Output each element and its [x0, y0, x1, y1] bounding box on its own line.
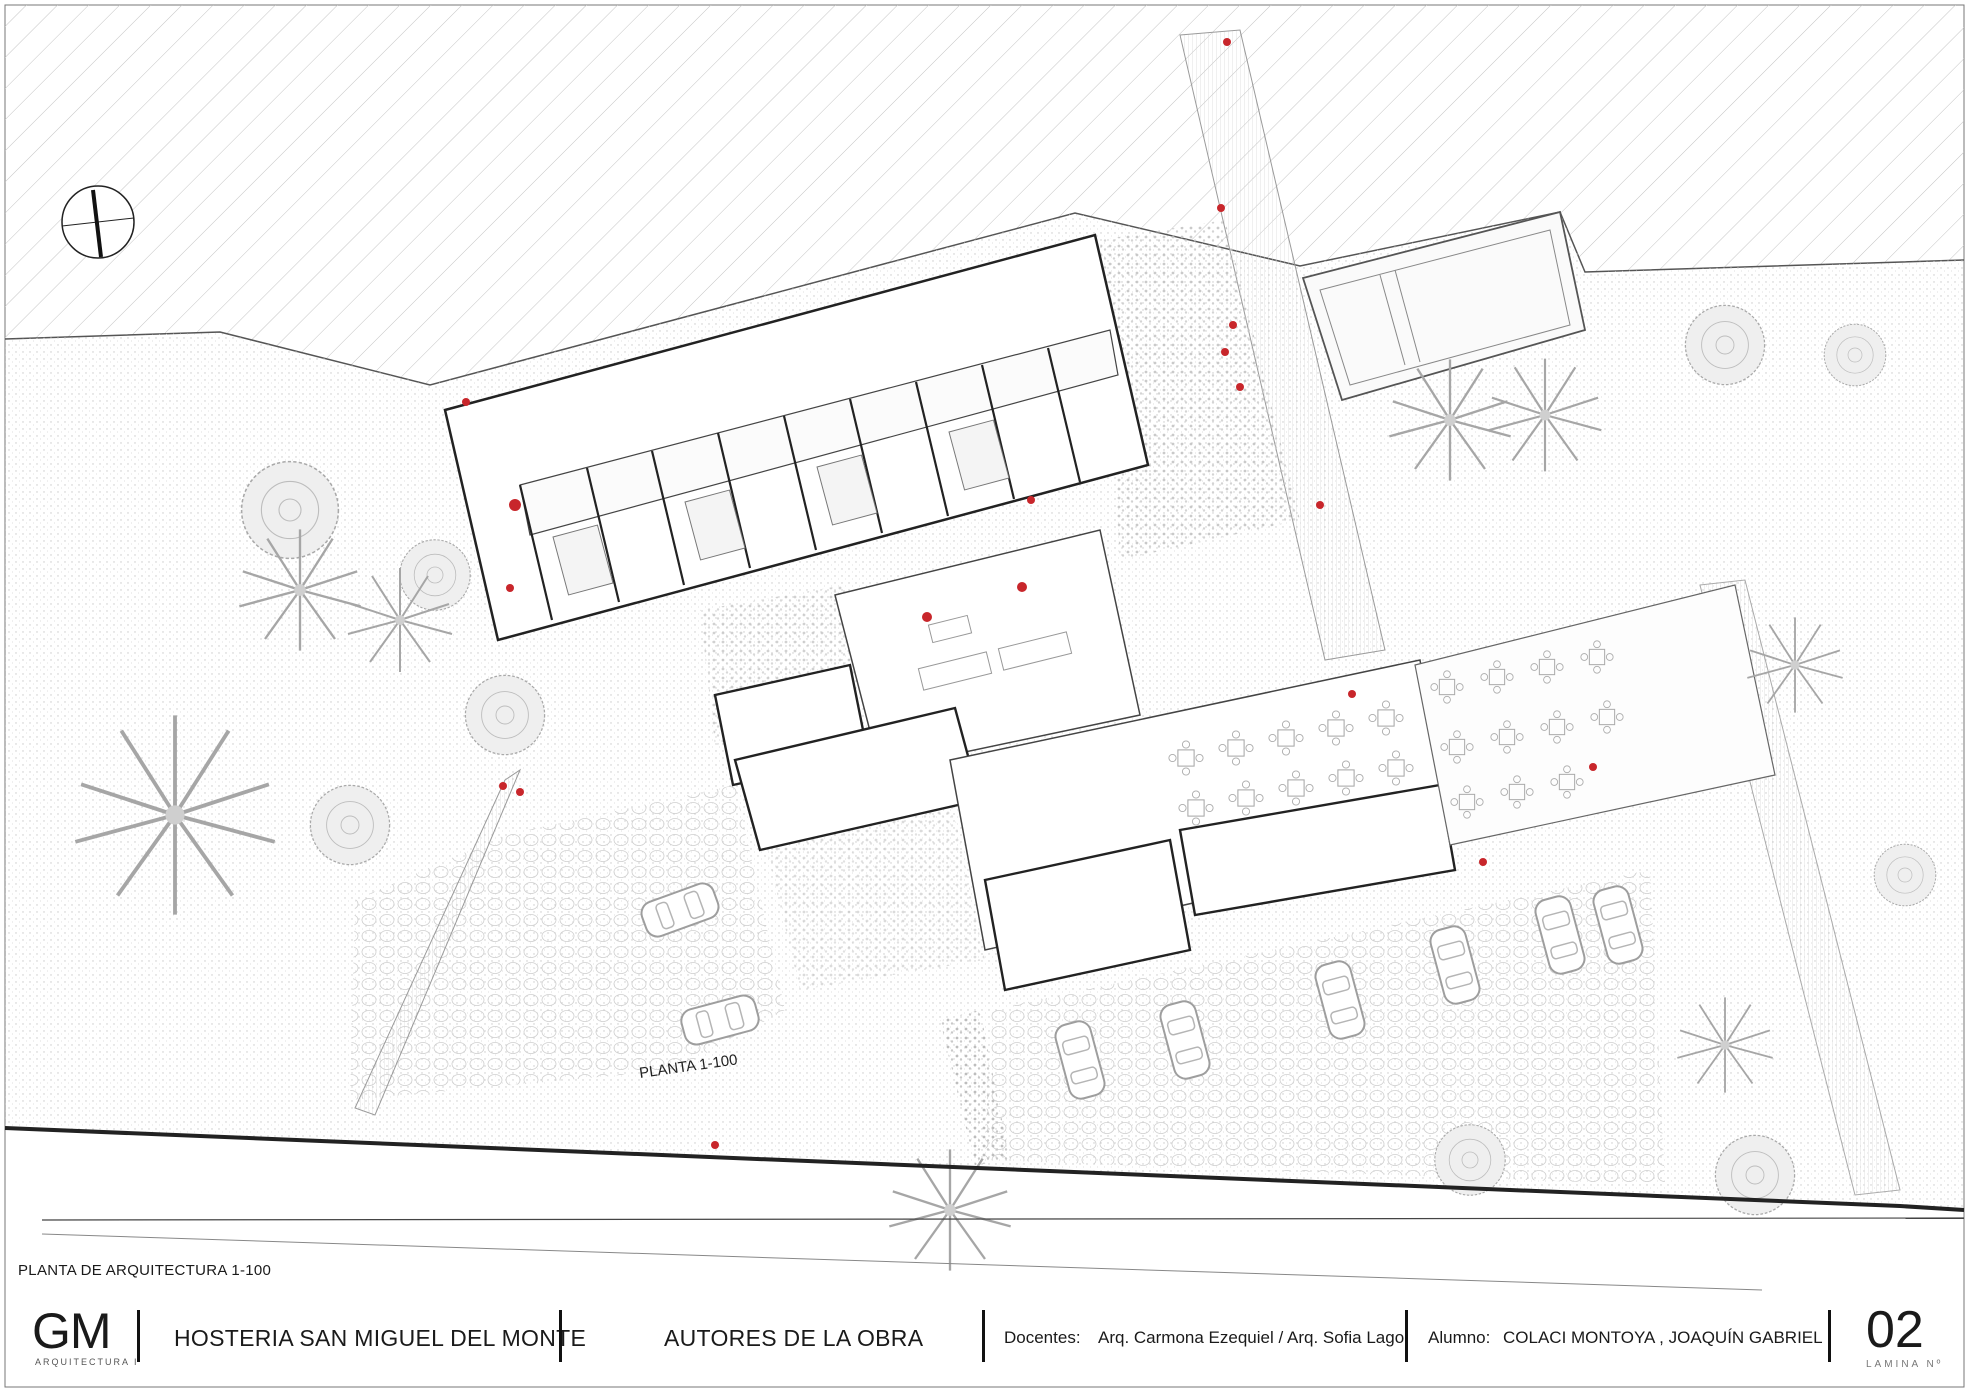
restaurant-block	[949, 659, 1457, 992]
sheet-number-label: LAMINA Nº	[1866, 1359, 1944, 1370]
property-line-south	[4, 1126, 1965, 1212]
lounge-block	[834, 529, 1141, 771]
service-block	[713, 663, 982, 852]
parking-strip-gravel	[940, 1010, 1010, 1165]
project-title: HOSTERIA SAN MIGUEL DEL MONTE	[174, 1325, 587, 1351]
drawing-caption: PLANTA DE ARQUITECTURA 1-100	[18, 1262, 272, 1279]
title-block-divider	[982, 1310, 985, 1362]
title-rule-2	[41, 1233, 1763, 1291]
guest-rooms-wing	[443, 233, 1150, 642]
swimming-pool	[1301, 210, 1587, 402]
title-block-divider	[1828, 1310, 1831, 1362]
docentes-label: Docentes:	[1004, 1328, 1081, 1347]
alumno-value: COLACI MONTOYA , JOAQUÍN GABRIEL	[1503, 1328, 1823, 1347]
people-figures	[462, 38, 1597, 1149]
garden-bed-east	[1100, 220, 1300, 560]
studio-logo-subtitle: ARQUITECTURA I	[35, 1357, 139, 1367]
title-block-divider	[559, 1310, 562, 1362]
title-rule	[41, 1217, 1965, 1221]
sheet-number: 02	[1866, 1301, 1924, 1359]
authors-heading: AUTORES DE LA OBRA	[664, 1325, 924, 1351]
alumno-label: Alumno:	[1428, 1328, 1491, 1347]
studio-logo: GM	[32, 1303, 112, 1359]
entry-path	[354, 768, 522, 1116]
parking-paving-west	[350, 785, 785, 1100]
neighbouring-lot-hatch	[5, 5, 1964, 385]
parking-paving-east	[985, 870, 1665, 1185]
terrace	[1414, 584, 1776, 846]
north-arrow	[61, 185, 135, 259]
docentes-value: Arq. Carmona Ezequiel / Arq. Sofia Lago	[1098, 1328, 1405, 1347]
title-block-divider	[137, 1310, 140, 1362]
title-block-divider	[1405, 1310, 1408, 1362]
